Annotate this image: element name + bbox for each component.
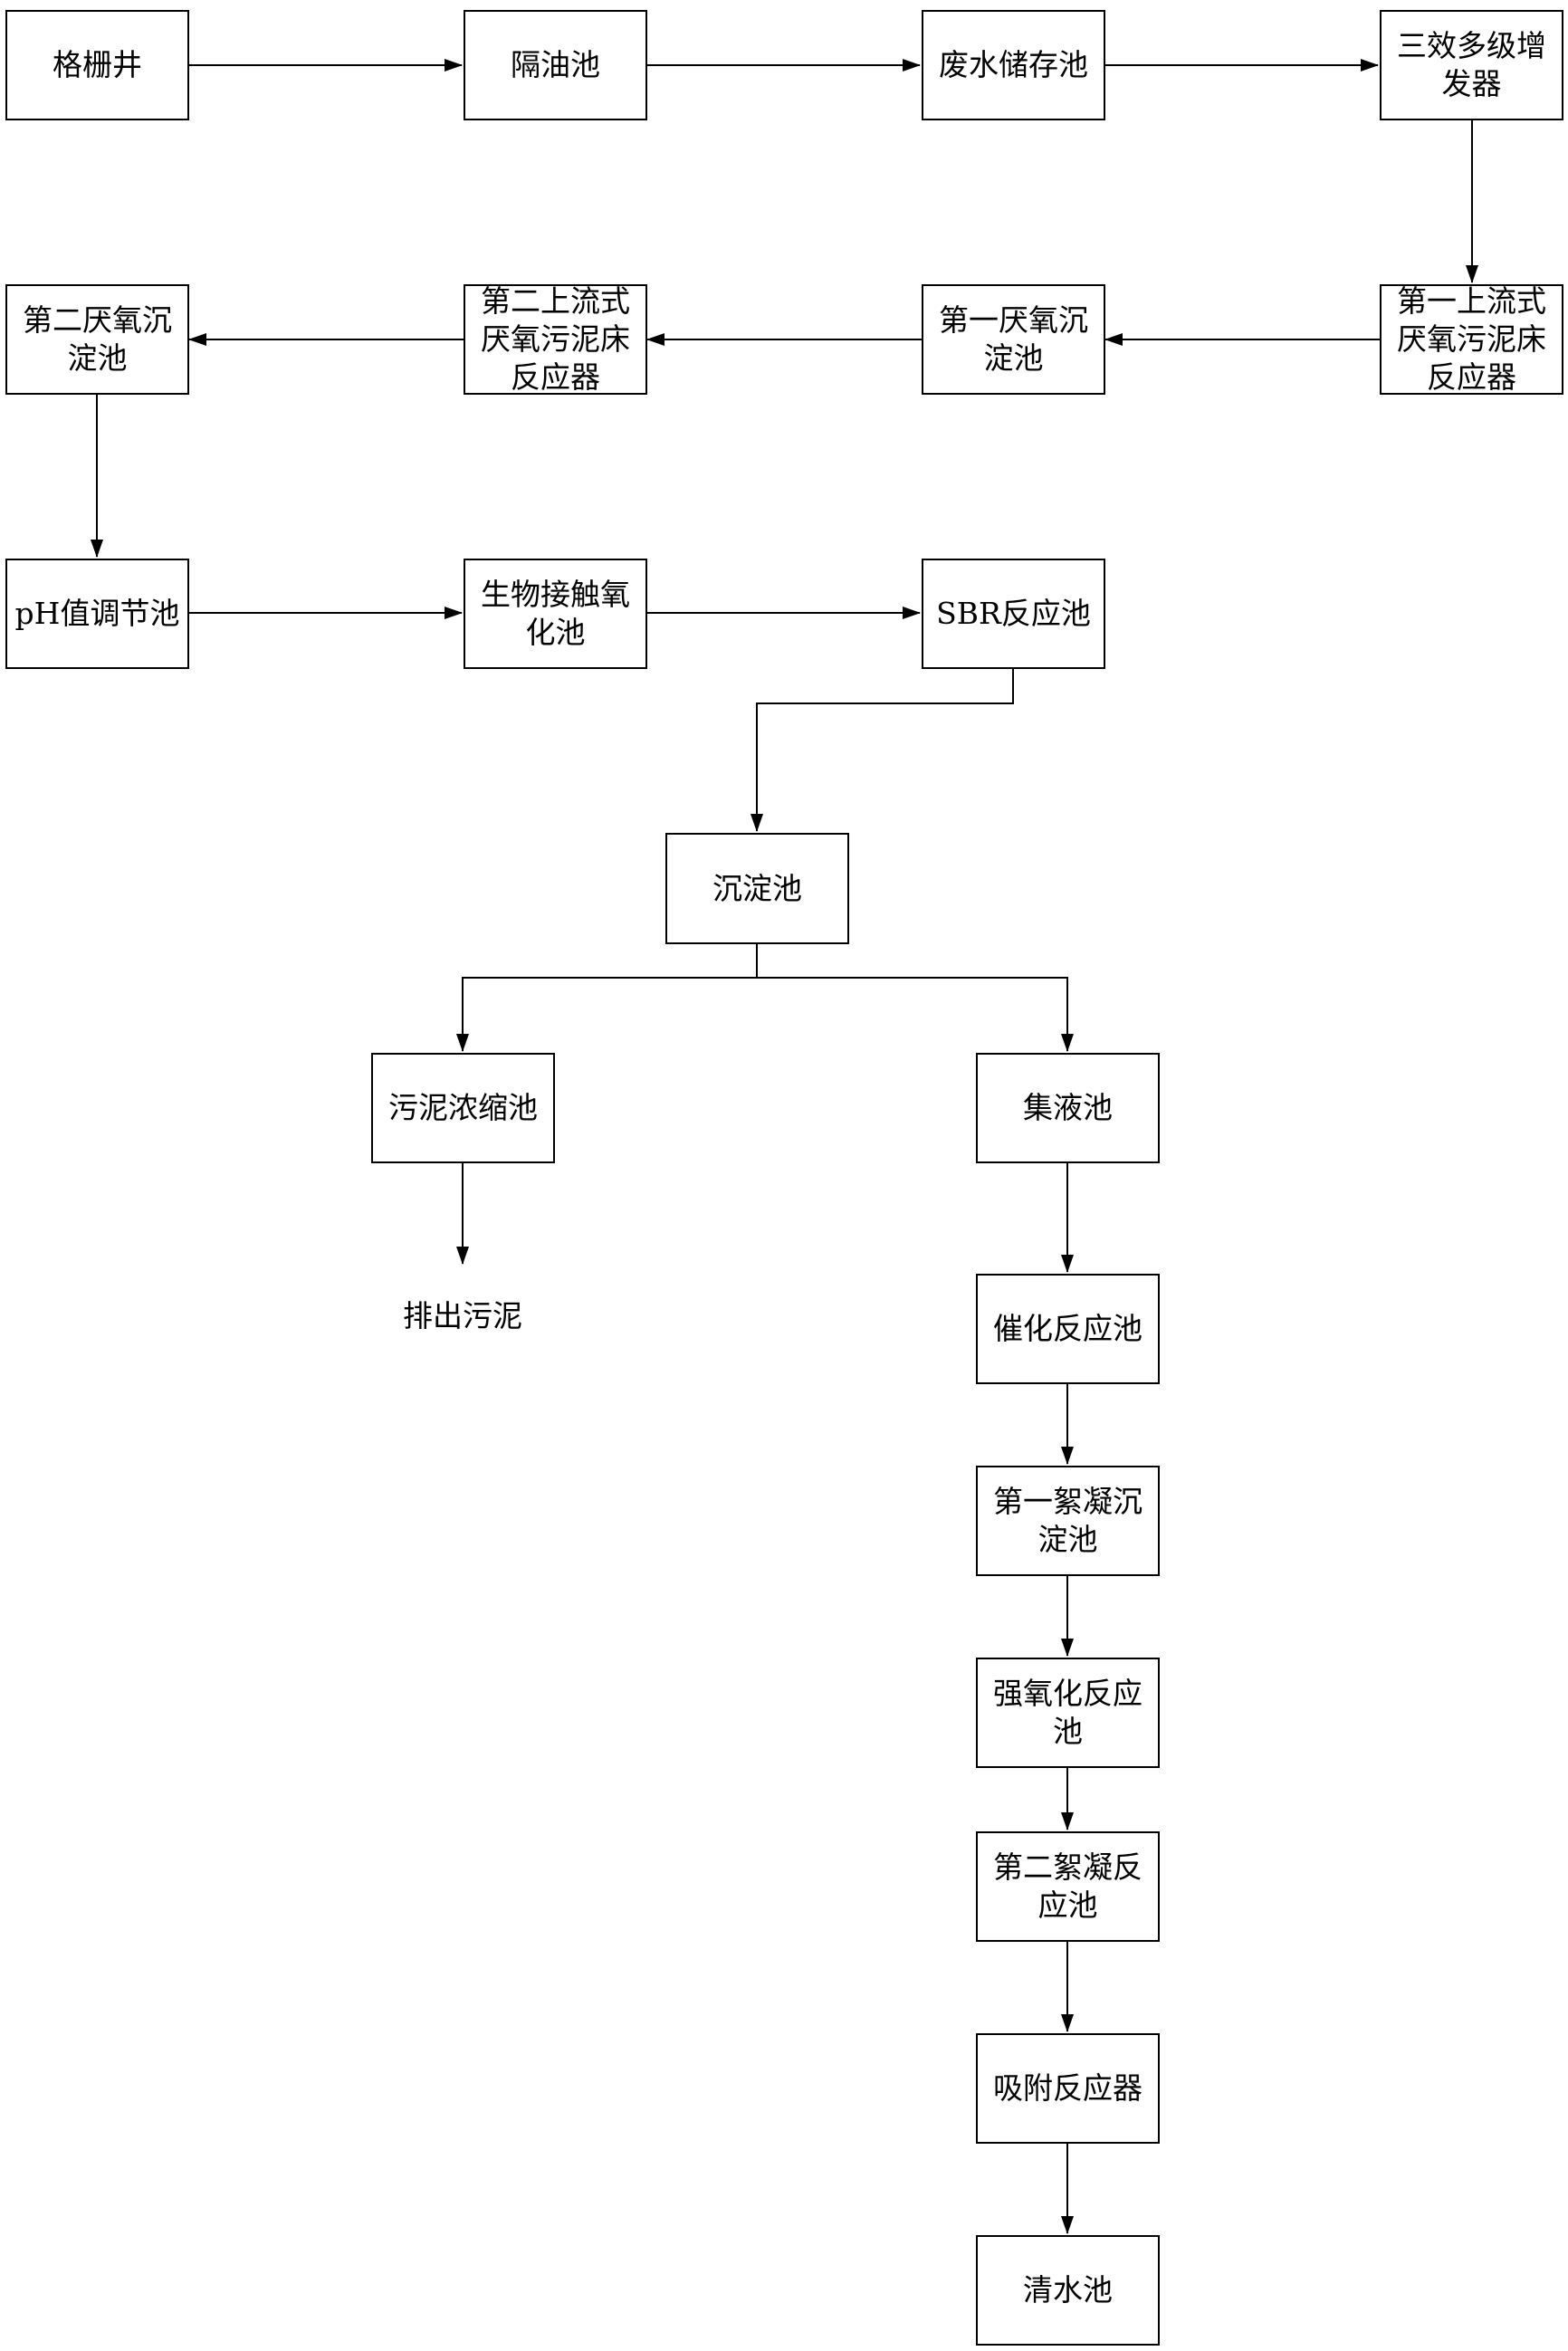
node-sedimentation: 沉淀池 bbox=[665, 833, 849, 944]
node-ph-tank-label: pH值调节池 bbox=[14, 596, 180, 631]
node-adsorption-label: 吸附反应器 bbox=[993, 2070, 1143, 2106]
node-strong-oxidation-label: 强氧化反应池 bbox=[993, 1676, 1143, 1749]
arrow-sedimentation-to-thickener bbox=[456, 944, 758, 1052]
node-anaerobic-settle-2: 第二厌氧沉淀池 bbox=[5, 284, 189, 395]
node-adsorption: 吸附反应器 bbox=[976, 2033, 1160, 2144]
node-wastewater-storage-label: 废水储存池 bbox=[939, 47, 1088, 82]
node-oil-separator: 隔油池 bbox=[464, 10, 647, 120]
node-sludge-discharge: 排出污泥 bbox=[403, 1298, 522, 1333]
node-oil-separator-label: 隔油池 bbox=[511, 47, 600, 82]
node-sludge-thickener-label: 污泥浓缩池 bbox=[388, 1090, 538, 1125]
node-collection: 集液池 bbox=[976, 1053, 1160, 1163]
node-collection-label: 集液池 bbox=[1023, 1090, 1113, 1125]
node-grille-well-label: 格栅井 bbox=[53, 47, 142, 82]
node-clear-water: 清水池 bbox=[976, 2235, 1160, 2346]
node-ph-tank: pH值调节池 bbox=[5, 559, 189, 669]
node-sbr-label: SBR反应池 bbox=[936, 596, 1091, 631]
arrow-sedimentation-to-collection bbox=[757, 977, 1074, 1052]
node-anaerobic-settle-1-label: 第一厌氧沉淀池 bbox=[939, 302, 1088, 376]
arrow-sbr-to-sedimentation bbox=[751, 668, 1014, 832]
node-catalytic: 催化反应池 bbox=[976, 1274, 1160, 1384]
node-flocculation-1: 第一絮凝沉淀池 bbox=[976, 1466, 1160, 1576]
node-clear-water-label: 清水池 bbox=[1023, 2272, 1113, 2308]
node-uasb-2: 第二上流式厌氧污泥床反应器 bbox=[464, 283, 647, 395]
node-evaporator: 三效多级增发器 bbox=[1380, 10, 1563, 120]
node-bio-contact-label: 生物接触氧化池 bbox=[481, 577, 630, 650]
node-flocculation-2-label: 第二絮凝反应池 bbox=[993, 1849, 1143, 1923]
node-flocculation-2: 第二絮凝反应池 bbox=[976, 1831, 1160, 1942]
node-uasb-1-label: 第一上流式厌氧污泥床反应器 bbox=[1397, 283, 1546, 395]
node-uasb-1: 第一上流式厌氧污泥床反应器 bbox=[1380, 283, 1563, 395]
node-uasb-2-label: 第二上流式厌氧污泥床反应器 bbox=[481, 283, 630, 395]
node-sedimentation-label: 沉淀池 bbox=[712, 870, 802, 906]
node-anaerobic-settle-2-label: 第二厌氧沉淀池 bbox=[23, 302, 172, 376]
node-bio-contact: 生物接触氧化池 bbox=[464, 559, 647, 669]
node-sbr: SBR反应池 bbox=[922, 559, 1105, 669]
node-evaporator-label: 三效多级增发器 bbox=[1397, 28, 1546, 101]
node-anaerobic-settle-1: 第一厌氧沉淀池 bbox=[922, 284, 1105, 395]
node-sludge-thickener: 污泥浓缩池 bbox=[371, 1053, 555, 1163]
node-flocculation-1-label: 第一絮凝沉淀池 bbox=[993, 1484, 1143, 1557]
node-catalytic-label: 催化反应池 bbox=[993, 1311, 1143, 1346]
node-grille-well: 格栅井 bbox=[5, 10, 189, 120]
node-wastewater-storage: 废水储存池 bbox=[922, 10, 1105, 120]
node-strong-oxidation: 强氧化反应池 bbox=[976, 1658, 1160, 1768]
